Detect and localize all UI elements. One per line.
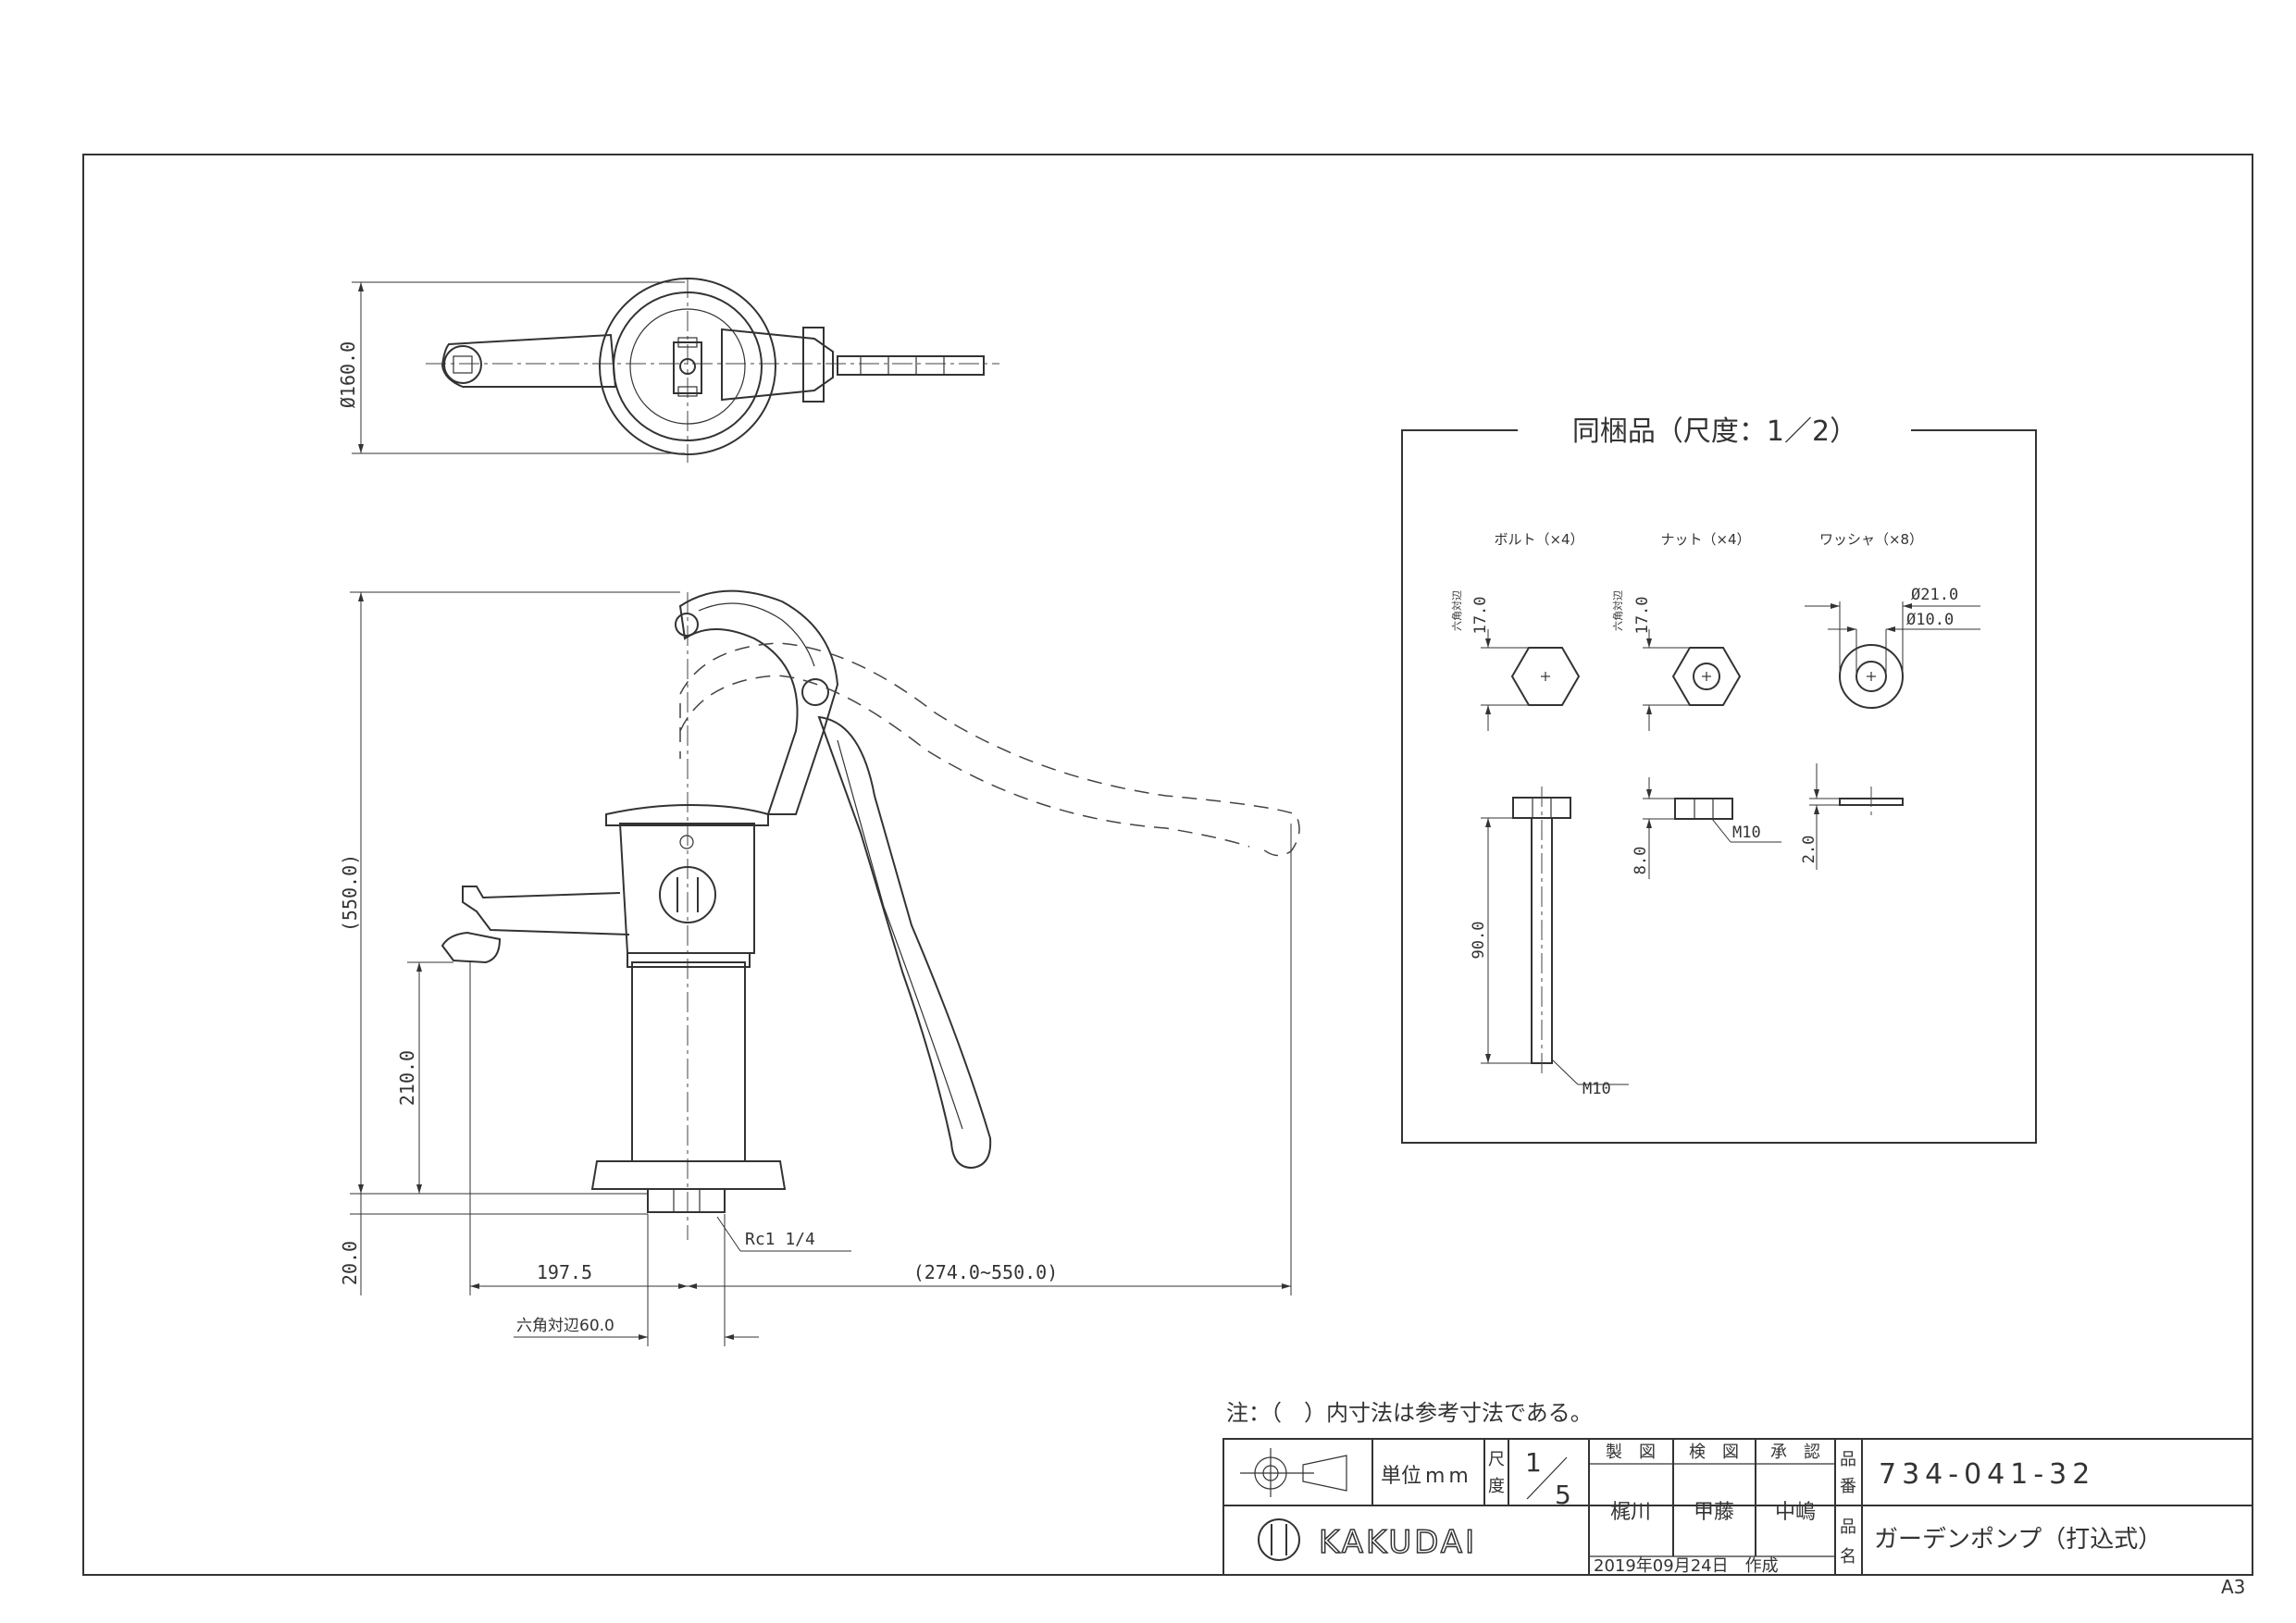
approved-name: 中嶋	[1775, 1501, 1816, 1524]
side-view: (550.0) 210.0 20.0 197.5 (274.0~550.0) 六…	[339, 589, 1300, 1346]
part-name-label-1: 品	[1840, 1518, 1856, 1537]
scale-denominator: 5	[1555, 1480, 1571, 1510]
nut-label: ナット（×4）	[1660, 531, 1750, 548]
checked-label: 検 図	[1689, 1443, 1739, 1462]
created-date: 2019年09月24日 作成	[1594, 1556, 1779, 1576]
part-name: ガーデンポンプ（打込式）	[1874, 1526, 2162, 1554]
checked-name: 甲藤	[1694, 1501, 1734, 1524]
washer-outer-dim: Ø21.0	[1911, 586, 1958, 604]
kakudai-logo-icon: KAKUDAI	[1258, 1518, 1477, 1562]
base-dim: 20.0	[339, 1241, 361, 1285]
projection-symbol-icon	[1240, 1448, 1347, 1497]
part-number: 734-041-32	[1879, 1458, 2095, 1491]
handle-reach-dim: (274.0~550.0)	[913, 1261, 1059, 1283]
scale-label-1: 尺	[1488, 1450, 1505, 1469]
part-no-label-1: 品	[1840, 1450, 1856, 1469]
nut-thickness-dim: 8.0	[1632, 847, 1650, 875]
washer-inner-dim: Ø10.0	[1906, 611, 1954, 629]
nut-hex-dim: 17.0	[1633, 597, 1652, 635]
nut-hex-note: 六角対辺	[1611, 590, 1624, 631]
reference-note: 注：（ ）内寸法は参考寸法である。	[1226, 1400, 1593, 1426]
hex-dim: 六角対辺60.0	[516, 1317, 614, 1335]
height-dim: (550.0)	[339, 854, 361, 932]
made-name: 梶川	[1610, 1501, 1651, 1524]
top-diameter-dim: Ø160.0	[337, 341, 359, 408]
approved-label: 承 認	[1770, 1443, 1820, 1462]
top-view: Ø160.0	[337, 278, 999, 463]
scale-label-2: 度	[1488, 1477, 1505, 1496]
bolt-hex-dim: 17.0	[1471, 597, 1490, 635]
thread-label: Rc1 1/4	[745, 1230, 815, 1249]
spout-reach-dim: 197.5	[537, 1261, 592, 1283]
bolt-thread: M10	[1582, 1080, 1611, 1098]
washer-label: ワッシャ（×8）	[1819, 531, 1923, 548]
accessories-title: 同梱品（尺度：1／2）	[1572, 415, 1857, 448]
washer-thickness-dim: 2.0	[1800, 836, 1818, 864]
accessories-box: 同梱品（尺度：1／2） ボルト（×4） ナット（×4） ワッシャ（×8） 17.…	[1401, 415, 2037, 1144]
brand-name: KAKUDAI	[1319, 1524, 1477, 1561]
sheet-size-label: A3	[2221, 1576, 2245, 1598]
unit-label: 単位	[1381, 1465, 1421, 1488]
nut-thread: M10	[1732, 824, 1761, 842]
part-name-label-2: 名	[1840, 1547, 1856, 1567]
bolt-label: ボルト（×4）	[1494, 531, 1583, 548]
scale-numerator: 1	[1525, 1447, 1542, 1478]
drawing-frame	[82, 154, 2253, 1576]
part-no-label-2: 番	[1840, 1477, 1856, 1496]
title-block: 単位 mm 尺 度 1 5 製 図 検 図 承 認 梶川 甲藤 中嶋 2019年…	[1222, 1438, 2253, 1576]
bolt-hex-note: 六角対辺	[1450, 590, 1463, 631]
bolt-length-dim: 90.0	[1470, 922, 1488, 960]
made-label: 製 図	[1606, 1443, 1656, 1462]
spout-height-dim: 210.0	[396, 1050, 418, 1106]
unit-value: mm	[1425, 1465, 1472, 1488]
